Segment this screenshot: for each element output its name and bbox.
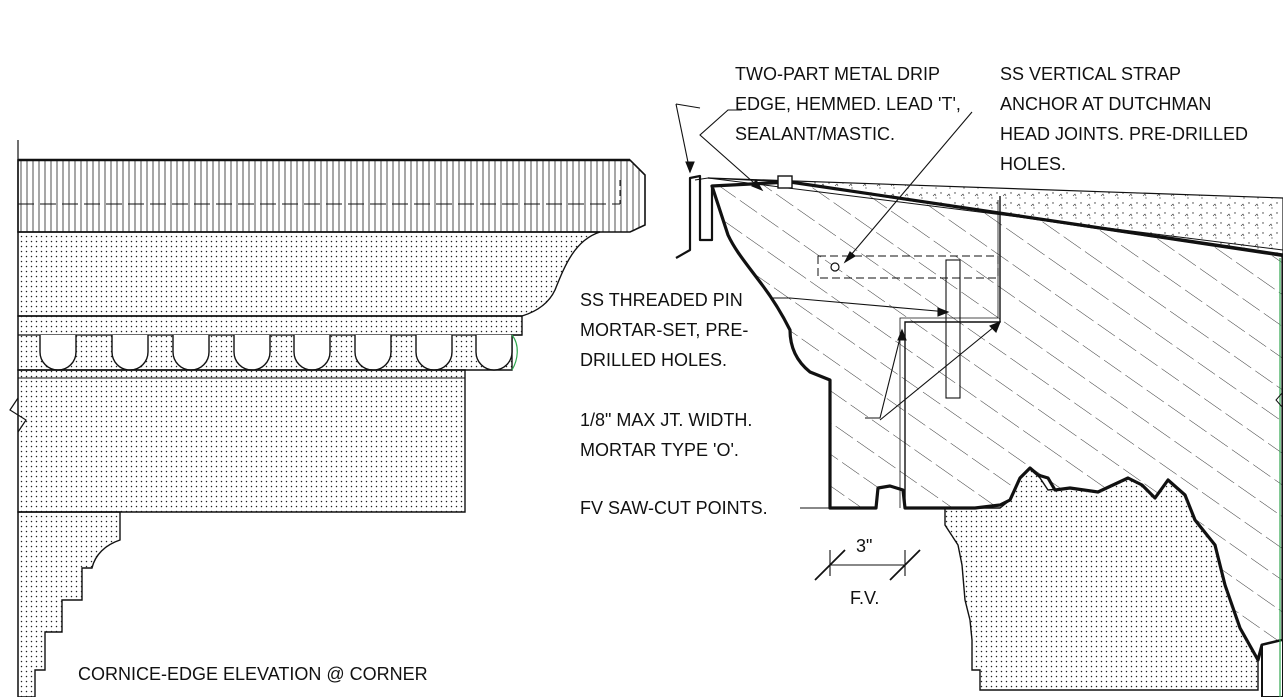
cornice-elevation — [9, 140, 646, 697]
dimension-note: F.V. — [850, 588, 879, 608]
frieze — [17, 369, 466, 513]
threaded-pin-label: SS THREADED PIN MORTAR-SET, PRE- DRILLED… — [580, 290, 753, 370]
drip-edge — [675, 174, 1283, 259]
leader-lines — [675, 103, 1001, 581]
lower-moldings — [17, 511, 121, 697]
upper-cornice — [17, 231, 601, 317]
dutchman-piece — [904, 196, 1001, 508]
saw-cut-label: FV SAW-CUT POINTS. — [580, 498, 768, 518]
joint-width-label: 1/8" MAX JT. WIDTH. MORTAR TYPE 'O'. — [580, 410, 757, 460]
concrete-slab — [707, 177, 1283, 256]
cornice-section — [675, 174, 1283, 697]
lower-section-moldings — [944, 467, 1259, 691]
strap-anchor — [817, 255, 999, 279]
drip-edge-label: TWO-PART METAL DRIP EDGE, HEMMED. LEAD '… — [735, 64, 966, 144]
metal-cap — [17, 159, 646, 233]
dimension-label: 3" — [856, 536, 872, 556]
threaded-pin — [945, 259, 961, 399]
annotation-text: TWO-PART METAL DRIP EDGE, HEMMED. LEAD '… — [78, 64, 1253, 684]
elevation-title: CORNICE-EDGE ELEVATION @ CORNER — [78, 664, 428, 684]
strap-anchor-label: SS VERTICAL STRAP ANCHOR AT DUTCHMAN HEA… — [1000, 64, 1253, 174]
